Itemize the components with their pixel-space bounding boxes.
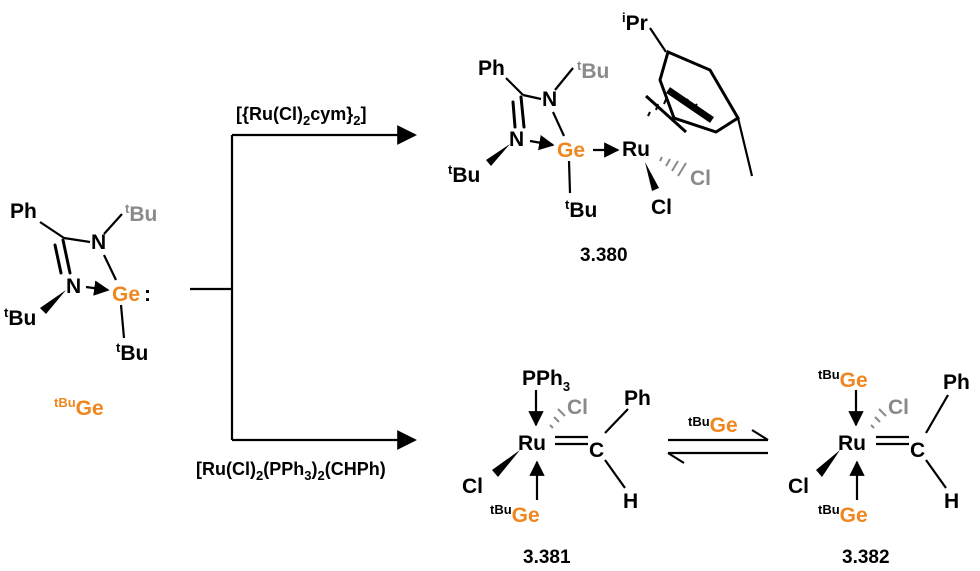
bond-n-ge-dative <box>529 135 555 151</box>
chlorine-black: Cl <box>788 475 809 498</box>
germanium-label: Ge <box>557 139 585 162</box>
nitrogen-lower: N <box>66 275 81 298</box>
product-3-380: Ph tBu N N Ge Ru Cl Cl tBu tBu iPr <box>448 10 754 266</box>
bond-ph-c <box>39 221 65 239</box>
bond-c-n-upper <box>63 236 91 244</box>
reagent-top: [{Ru(Cl)2cym}2] <box>236 104 366 128</box>
bond-c-ph <box>925 394 949 434</box>
hash-bond-ru-cl <box>659 156 687 177</box>
compound-number: 3.382 <box>842 547 890 568</box>
forward-arrow-head <box>751 429 769 441</box>
bond-n-ge <box>103 254 117 281</box>
reaction-arrows <box>190 125 417 450</box>
bond-c-n-upper <box>522 93 542 101</box>
cymene-ring <box>644 27 754 177</box>
ruthenium-label: Ru <box>838 432 866 455</box>
nitrogen-upper: N <box>542 88 557 111</box>
bond-ph-c <box>505 77 524 96</box>
bond-ge-tbu <box>119 304 126 339</box>
wedge-n-tbu <box>40 290 66 314</box>
bond-c-n-lower-b <box>53 243 63 275</box>
wedge-n-tbu <box>486 144 510 166</box>
wedge-ru-cl <box>492 450 520 477</box>
isopropyl-label: iPr <box>622 10 648 35</box>
phenyl-label: Ph <box>624 387 651 410</box>
bond-ge-tbu <box>567 160 572 194</box>
bond-c-n-lower-a <box>61 238 72 275</box>
tbu-label-n2: tBu <box>4 305 36 330</box>
germanium-label: Ge <box>112 283 140 306</box>
tbu-label-n: tBu <box>577 58 609 83</box>
ruthenium-label: Ru <box>518 432 546 455</box>
bond-n-tbu <box>103 213 123 235</box>
bond-c-n-lower-a <box>519 95 526 129</box>
bond-c-ph <box>604 408 629 434</box>
reverse-arrow-head <box>667 452 685 464</box>
compound-number: 3.380 <box>580 245 628 266</box>
chlorine-gray: Cl <box>690 167 711 190</box>
tbu-label-n2: tBu <box>448 162 480 187</box>
ruthenium-label: Ru <box>622 138 650 161</box>
bond-n-tbu <box>554 67 574 91</box>
chlorine-gray: Cl <box>888 396 909 419</box>
tbu-label-ge: tBu <box>565 197 597 222</box>
equilibrium-arrows: tBuGe <box>667 414 769 464</box>
product-3-382: tBuGe Cl Ru C Ph H Cl tBuGe 3.382 <box>788 367 970 568</box>
lone-pair-colon: : <box>144 283 151 306</box>
germylene-ligand-bottom: tBuGe <box>818 502 868 527</box>
triphenylphosphine-label: PPh3 <box>522 367 570 394</box>
product-3-381: PPh3 Cl Ru C Ph H Cl tBuGe 3.381 <box>462 367 651 568</box>
starting-germylene: Ph tBu N N Ge : tBu tBu tBuGe <box>4 200 157 420</box>
chlorine-gray: Cl <box>567 396 588 419</box>
hash-bond-ru-cl <box>549 408 566 429</box>
equilibrium-reagent: tBuGe <box>688 414 738 437</box>
tbu-label-ge: tBu <box>116 340 148 365</box>
bond-c-h <box>925 459 947 489</box>
wedge-ru-cl <box>816 450 840 477</box>
hydrogen-label: H <box>623 490 638 513</box>
carbene-carbon: C <box>589 439 604 462</box>
ligand-abbrev: tBuGe <box>54 395 104 420</box>
chlorine-black: Cl <box>462 475 483 498</box>
compound-number: 3.381 <box>523 547 571 568</box>
germylene-ligand: tBuGe <box>490 502 540 527</box>
nitrogen-lower: N <box>509 128 524 151</box>
bond-c-h <box>604 459 626 489</box>
germylene-ligand-top: tBuGe <box>818 367 868 392</box>
nitrogen-upper: N <box>91 231 106 254</box>
bond-n-ge-dative <box>85 280 110 296</box>
bond-c-n-lower-b <box>511 100 517 129</box>
hash-bond-ru-cl <box>870 408 887 429</box>
tbu-label-n: tBu <box>125 201 157 226</box>
bond-n-ge <box>552 111 565 137</box>
reagent-bottom: [Ru(Cl)2(PPh3)2(CHPh) <box>196 459 386 483</box>
carbene-carbon: C <box>910 439 925 462</box>
phenyl-label: Ph <box>10 200 37 223</box>
phenyl-label: Ph <box>478 57 505 80</box>
hydrogen-label: H <box>944 490 959 513</box>
chlorine-black: Cl <box>651 196 672 219</box>
wedge-ru-cl <box>645 162 659 191</box>
phenyl-label: Ph <box>943 371 970 394</box>
